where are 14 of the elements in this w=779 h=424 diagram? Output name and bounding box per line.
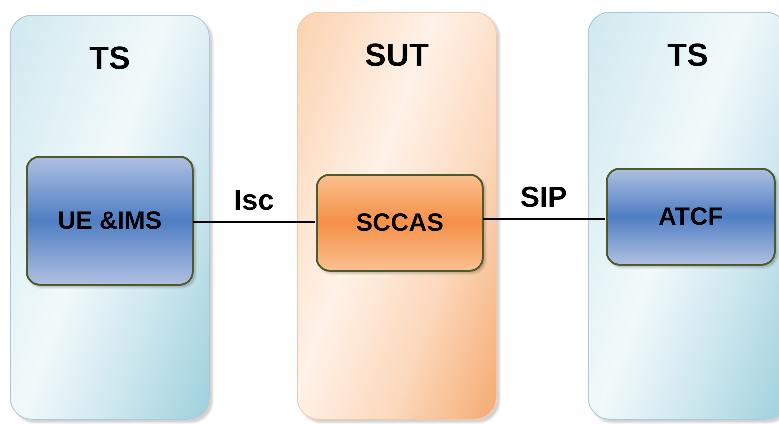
box-label: ATCF xyxy=(658,202,724,232)
panel xyxy=(588,12,779,420)
connector-line xyxy=(483,218,605,220)
panel-title: TS xyxy=(90,40,130,77)
box-label: UE &IMS xyxy=(58,206,162,236)
panel-title: TS xyxy=(668,37,708,74)
process-box xyxy=(316,174,484,272)
connector-line xyxy=(193,221,315,223)
panel xyxy=(297,12,497,420)
box-label: SCCAS xyxy=(356,208,444,238)
panel xyxy=(10,15,210,420)
process-box xyxy=(26,156,194,286)
panel-title: SUT xyxy=(365,37,429,74)
process-box xyxy=(606,168,776,266)
